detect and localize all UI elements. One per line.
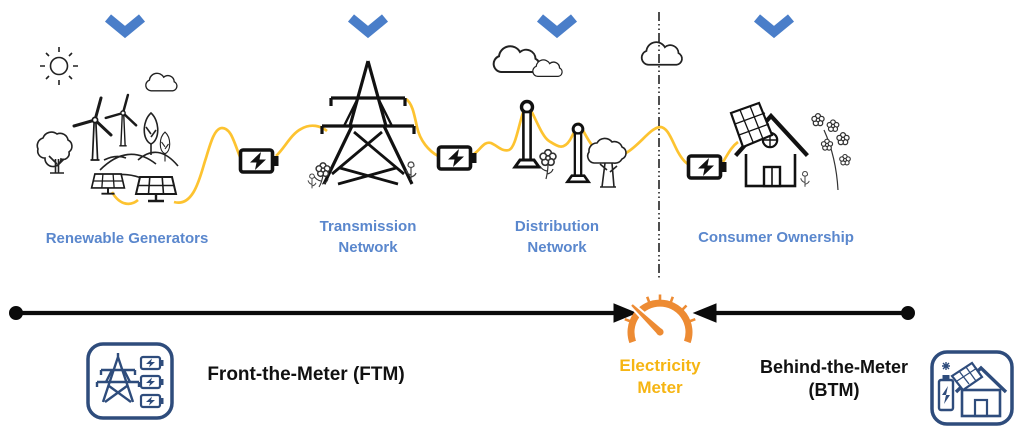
electricity-meter-label: Electricity Meter <box>619 356 701 397</box>
renewable-generators-label: Renewable Generators <box>45 230 209 247</box>
transmission-network-label: Transmission Network <box>319 218 417 256</box>
cloud-icon <box>640 41 683 66</box>
ftm-zone-label: Front-the-Meter (FTM) <box>207 364 405 385</box>
flower-icon <box>539 148 557 180</box>
battery-storage-icon <box>436 145 479 171</box>
distribution-network-label: Distribution Network <box>514 218 600 256</box>
btm-zone-label: Behind-the-Meter (BTM) <box>760 357 908 400</box>
sun-sparkle-icon <box>942 362 950 370</box>
home-storage-badge-icon <box>930 350 1014 426</box>
grid-storage-badge-icon <box>86 342 174 420</box>
cloud-icon <box>145 72 178 92</box>
electricity-meter-gauge-icon <box>624 294 696 344</box>
tree-icon <box>586 137 627 188</box>
chevron-down-icon <box>108 18 142 32</box>
battery-storage-icon <box>937 375 955 412</box>
hills <box>95 151 179 182</box>
rooftop-solar-panel-icon <box>950 361 984 392</box>
btm-arrow <box>692 303 915 323</box>
battery-storage-icon <box>139 355 164 409</box>
consumer-ownership-label: Consumer Ownership <box>698 229 854 246</box>
cloud-icon <box>492 45 541 73</box>
battery-storage-icon <box>238 148 281 174</box>
house-solar-icon <box>729 101 809 188</box>
rooftop-solar-panel-icon <box>729 101 774 149</box>
solar-panel-icon <box>134 175 178 203</box>
distribution-pole-icon <box>513 99 541 169</box>
transmission-tower-icon <box>320 60 416 186</box>
chevron-down-icon <box>757 18 791 32</box>
flower-icon <box>800 113 851 191</box>
tree-icon <box>36 131 73 174</box>
wind-turbine-icon <box>104 93 138 148</box>
battery-storage-icon <box>686 154 729 180</box>
sun-icon <box>40 47 78 85</box>
wind-turbine-icon <box>72 96 113 162</box>
chevron-down-icon <box>540 18 574 32</box>
flower-icon <box>307 161 417 189</box>
chevron-down-icon <box>351 18 385 32</box>
ftm-arrow <box>9 303 638 323</box>
solar-panel-icon <box>90 173 126 195</box>
tree-icon <box>143 112 159 156</box>
cloud-icon <box>532 59 563 78</box>
electric-wire <box>110 97 739 206</box>
